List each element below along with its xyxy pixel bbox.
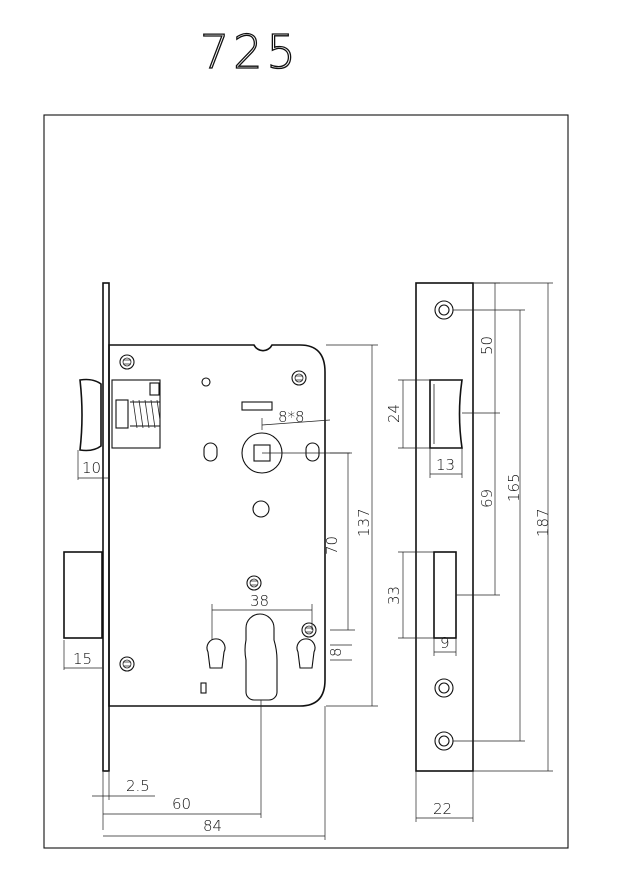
lock-body-side-view: 8*8 38 70 8 137 10 15 2.5 60 84: [63, 282, 378, 840]
svg-text:187: 187: [534, 508, 552, 537]
svg-text:2.5: 2.5: [126, 777, 150, 795]
svg-text:8: 8: [327, 647, 345, 657]
svg-text:137: 137: [355, 508, 373, 537]
deadbolt: [63, 551, 103, 639]
svg-text:38: 38: [250, 592, 269, 610]
drawing-frame: [43, 114, 569, 849]
faceplate-front-view: 24 13 33 9 50 69 165 187 22: [385, 282, 553, 822]
svg-text:8*8: 8*8: [278, 408, 305, 426]
svg-text:15: 15: [73, 650, 92, 668]
latch-spring: [132, 399, 161, 429]
bolt-front: [433, 551, 457, 639]
latch-housing: [111, 379, 161, 449]
screw-icon: [119, 354, 135, 370]
svg-text:165: 165: [505, 473, 523, 502]
faceplate-front: [415, 282, 474, 772]
latch-bolt: [79, 378, 102, 452]
screw-icon: [301, 622, 317, 638]
svg-text:84: 84: [203, 817, 222, 835]
screw-icon: [119, 656, 135, 672]
svg-text:24: 24: [385, 404, 403, 423]
svg-text:9: 9: [440, 634, 450, 652]
cylinder-cutout: [244, 613, 278, 701]
faceplate: [102, 282, 110, 772]
screw-icon: [246, 575, 262, 591]
svg-text:69: 69: [478, 489, 496, 508]
svg-text:33: 33: [385, 586, 403, 605]
svg-text:22: 22: [433, 800, 452, 818]
model-title: 725: [200, 25, 300, 79]
svg-text:10: 10: [82, 459, 101, 477]
screw-icon: [291, 370, 307, 386]
lock-case: [108, 344, 326, 707]
svg-text:70: 70: [323, 536, 341, 555]
latch-front: [429, 379, 463, 449]
svg-text:50: 50: [478, 336, 496, 355]
svg-text:60: 60: [172, 795, 191, 813]
svg-text:13: 13: [436, 456, 455, 474]
